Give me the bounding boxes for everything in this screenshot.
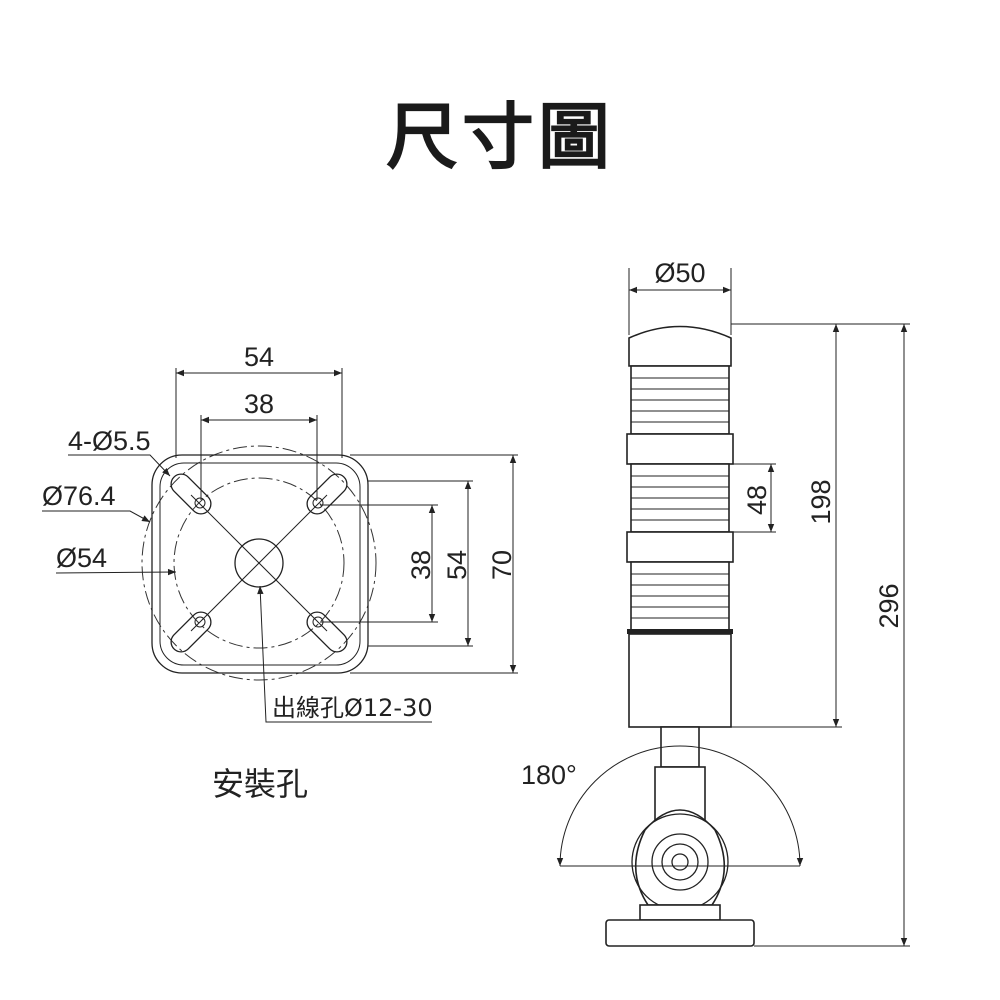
label-outer-diameter: Ø76.4	[42, 481, 116, 511]
side-view: Ø50	[521, 258, 910, 947]
dim-hole-spacing-outer: 54	[244, 342, 274, 372]
mounting-view: 54 38 38 54 70 4-Ø5.5 Ø76.4 Ø54 出線孔Ø12-3…	[42, 342, 518, 803]
outer-circle	[141, 445, 377, 681]
mounting-caption: 安裝孔	[212, 765, 308, 803]
tier-ring	[626, 433, 734, 465]
base-plate	[151, 454, 369, 674]
dim-vertical-outer: 54	[442, 550, 472, 580]
mounting-slot	[306, 611, 348, 653]
seal-band	[627, 629, 733, 634]
base-flange	[605, 919, 755, 947]
dim-tier-height: 48	[742, 485, 772, 515]
dim-vertical-total: 70	[487, 550, 517, 580]
base-body	[628, 633, 732, 728]
mounting-slot	[170, 611, 212, 653]
inner-circle	[173, 477, 345, 649]
dim-diameter: Ø50	[654, 258, 705, 288]
label-hole-spec: 4-Ø5.5	[68, 426, 151, 456]
dim-body-height: 198	[806, 479, 836, 524]
label-cable-hole: 出線孔Ø12-30	[272, 694, 433, 722]
page-title: 尺寸圖	[385, 95, 614, 179]
base-foot	[639, 904, 721, 921]
label-rotation: 180°	[521, 760, 577, 790]
dim-hole-spacing-inner: 38	[244, 389, 274, 419]
label-inner-diameter: Ø54	[56, 543, 107, 573]
dim-vertical-inner: 38	[406, 550, 436, 580]
dim-total-height: 296	[874, 583, 904, 628]
tier-ring	[626, 531, 734, 563]
top-cap	[628, 325, 732, 367]
swivel-bracket	[634, 809, 726, 906]
mounting-slot	[170, 473, 212, 515]
base-plate-inner	[159, 462, 361, 666]
mounting-slot	[306, 473, 348, 515]
